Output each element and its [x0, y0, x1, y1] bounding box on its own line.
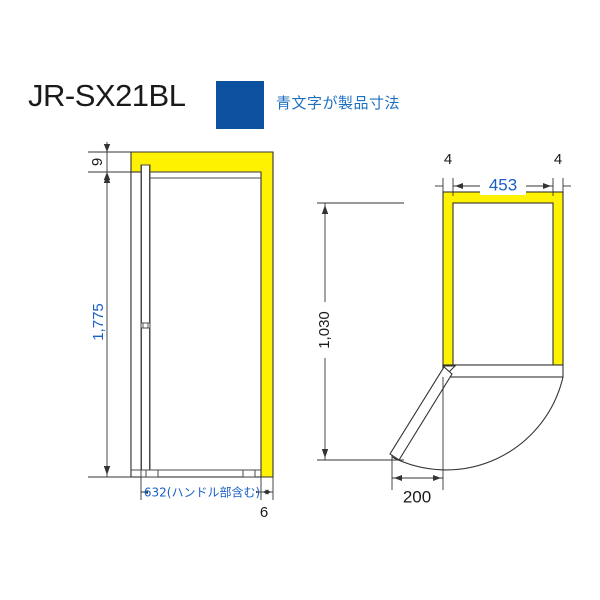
- dimension-overall-height-label: 1,775: [90, 303, 107, 341]
- plan-cabinet-interior: [452, 202, 554, 366]
- dimension-door-swing-projection: 200: [391, 377, 444, 506]
- side-handle-upper: [141, 164, 150, 324]
- plan-door-closed-panel: [442, 364, 564, 378]
- dimension-overall-depth: 632(ハンドル部含む): [140, 477, 262, 500]
- dimension-cabinet-depth: 1,030: [315, 202, 404, 461]
- side-elevation-view: 9 1,775 632(ハンドル部含む): [88, 142, 274, 521]
- dimension-rear-clearance: 6: [260, 477, 274, 521]
- dimension-cabinet-width-label: 453: [489, 175, 517, 194]
- dimension-top-thickness-label: 9: [89, 158, 106, 166]
- dimension-overall-height: 1,775: [88, 171, 134, 478]
- side-foot-front: [145, 469, 159, 478]
- dimension-top-thickness: 9: [88, 142, 134, 182]
- page-title: JR-SX21BL: [28, 78, 186, 113]
- legend-label: 青文字が製品寸法: [276, 94, 401, 112]
- dimension-overall-depth-label: 632(ハンドル部含む): [144, 485, 260, 500]
- plan-left-highlight: [443, 192, 453, 365]
- plan-top-highlight: [443, 192, 563, 203]
- dimension-cabinet-depth-label: 1,030: [316, 311, 333, 349]
- dimension-right-clearance: 4: [552, 151, 571, 196]
- top-plan-view: 4 453 4: [315, 151, 571, 506]
- side-rear-highlight: [261, 152, 273, 477]
- plan-right-highlight: [553, 192, 563, 365]
- dimension-left-clearance: 4: [435, 151, 454, 196]
- side-handle-lower: [141, 327, 150, 471]
- side-foot-rear: [242, 469, 256, 478]
- dimension-left-clearance-label: 4: [444, 151, 452, 168]
- dimension-cabinet-width: 453: [453, 175, 553, 195]
- dimension-rear-clearance-label: 6: [260, 504, 268, 521]
- side-handle-joint: [142, 322, 149, 329]
- side-top-highlight: [131, 152, 273, 172]
- dimension-right-clearance-label: 4: [554, 151, 562, 168]
- blue-legend-swatch-icon: [216, 81, 264, 129]
- dimension-door-swing-projection-label: 200: [403, 487, 431, 506]
- plan-door-swing-arc: [391, 376, 564, 471]
